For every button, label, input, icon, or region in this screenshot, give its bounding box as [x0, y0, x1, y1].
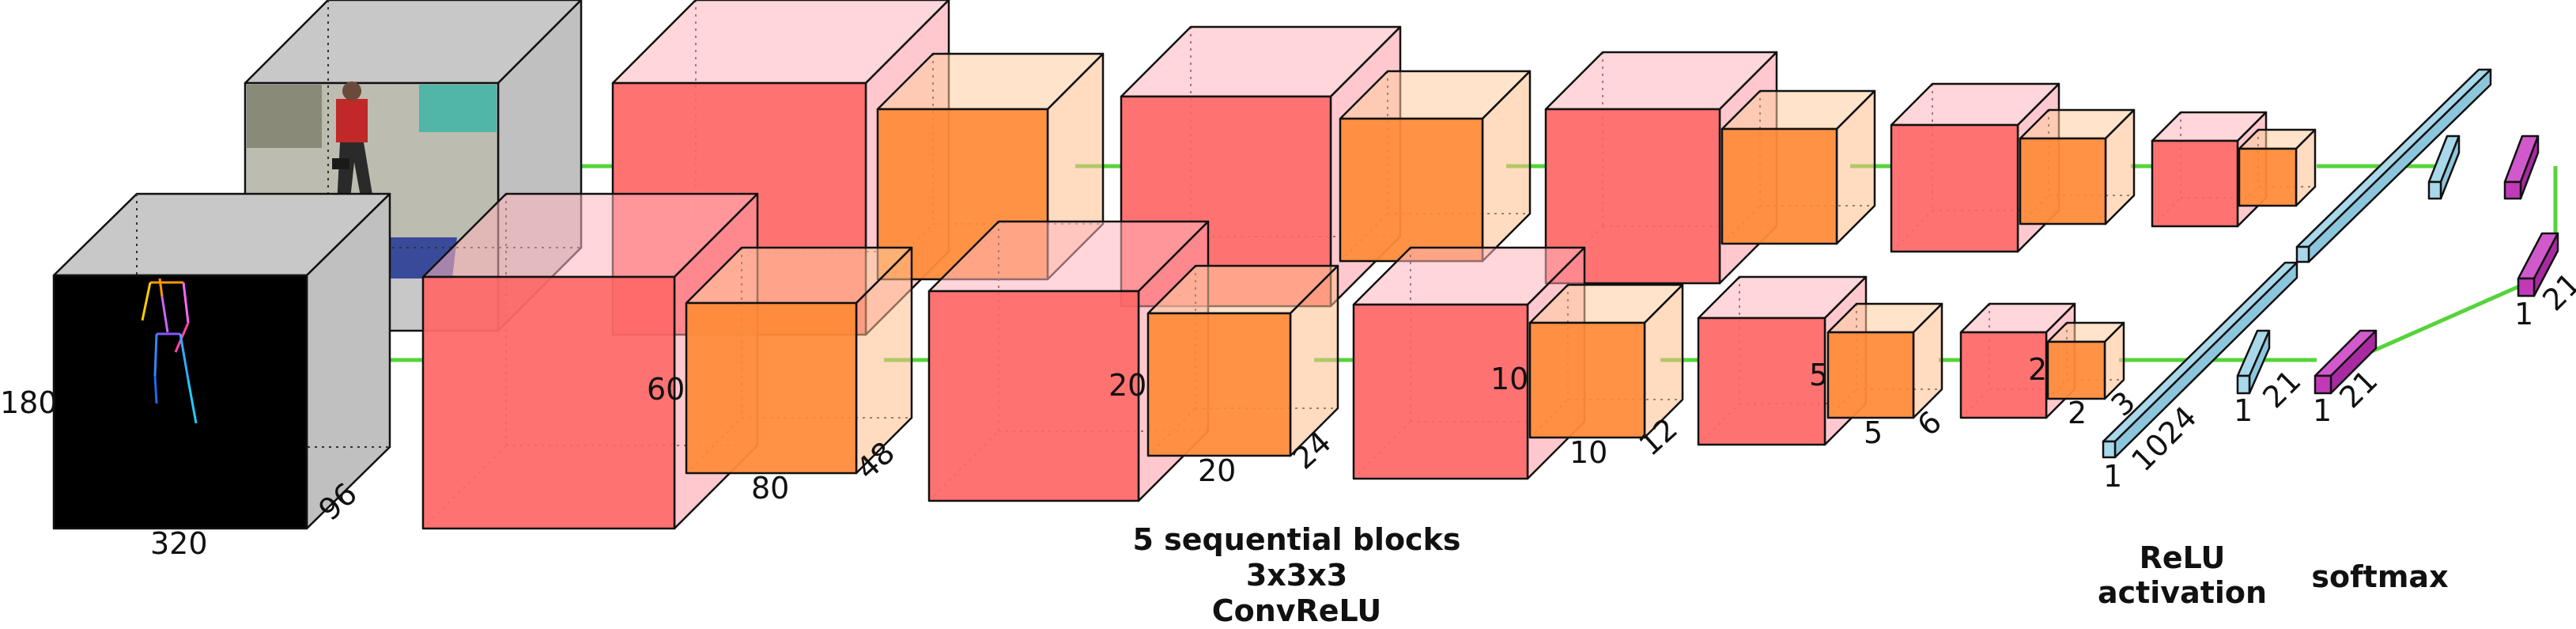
skeleton-relu-block-5 [2046, 321, 2125, 400]
person-object [332, 158, 349, 169]
skeleton-left-arm [141, 282, 152, 321]
skeleton-relu-block-4-front-face [1826, 331, 1915, 419]
block4-size-label: 5 [1809, 358, 1828, 392]
block5-size-label: 2 [2028, 352, 2047, 387]
dense-bottom-fc2-front [2236, 374, 2251, 395]
skeleton-relu-block-2 [1146, 264, 1339, 457]
skeleton-relu-block-2-front-face [1146, 312, 1292, 457]
skeleton-stream-blocks [421, 192, 2125, 530]
merge-one-label: 1 [2514, 297, 2533, 332]
skeleton-left-leg [153, 333, 158, 377]
skeleton-frame [52, 274, 308, 530]
softmax-one-label: 1 [2313, 393, 2332, 428]
block1-size-label: 60 [647, 372, 685, 407]
skeleton-conv-block-1-front-face [421, 275, 676, 530]
connector-bottom-7 [2351, 281, 2528, 362]
rgb-relu-block-4-front-face [2019, 137, 2107, 225]
skeleton-right-shin [187, 379, 198, 424]
skeleton-input-cube [52, 192, 391, 530]
relu-caption-line2: activation [2098, 575, 2267, 610]
skeleton-relu-block-4 [1826, 302, 1943, 419]
rgb-relu-block-4 [2019, 108, 2136, 225]
input-width-label: 320 [150, 526, 208, 561]
skeleton-conv-block-5-front-face [1959, 331, 2048, 419]
fc1-one-label: 1 [2103, 459, 2122, 494]
dense-top-fc1-upper [2295, 68, 2492, 248]
dense-top-fc1-front [2295, 245, 2310, 263]
block2-size-label: 20 [1109, 368, 1146, 403]
rgb-relu-block-2 [1339, 70, 1532, 263]
block1-width-label: 80 [751, 471, 789, 506]
softmax-bottom-front [2313, 374, 2332, 395]
relu-caption-line1: ReLU [2140, 540, 2226, 575]
skeleton-relu-block-5-front-face [2046, 340, 2106, 400]
dense-layers [2102, 68, 2559, 459]
skeleton-spine [161, 296, 169, 333]
dense-top-fc2-front [2427, 180, 2442, 200]
skeleton-conv-block-3-front-face [1352, 303, 1529, 480]
rgb-conv-block-5-front-face [2151, 139, 2239, 228]
softmax-merge-front [2517, 277, 2536, 297]
skeleton-right-arm [182, 282, 190, 324]
blocks-caption-line2: 3x3x3 [1246, 558, 1347, 593]
fc2-size-label: 21 [2256, 363, 2307, 415]
skeleton-conv-block-2 [927, 220, 1210, 502]
softmax-caption: softmax [2311, 559, 2448, 594]
skeleton-relu-block-3 [1528, 283, 1684, 439]
block5-width-label: 2 [2068, 396, 2087, 430]
rgb-relu-block-2-front-face [1339, 117, 1484, 263]
input-height-label: 180 [0, 385, 58, 420]
fc2-one-label: 1 [2234, 393, 2253, 428]
skeleton-left-shin [153, 375, 158, 404]
scene-shelf [247, 85, 322, 148]
block2-width-label: 20 [1198, 453, 1236, 488]
person-shirt [336, 99, 368, 142]
skeleton-relu-block-1-front-face [685, 301, 858, 475]
skeleton-conv-block-2-front-face [927, 290, 1140, 502]
skeleton-right-leg [179, 333, 190, 381]
rgb-conv-block-4-front-face [1890, 123, 2019, 253]
rgb-relu-block-5-front-face [2238, 147, 2298, 207]
rgb-relu-block-3 [1720, 89, 1876, 245]
rgb-relu-block-5 [2238, 128, 2317, 207]
skeleton-relu-block-1 [685, 246, 913, 475]
blocks-caption-line1: 5 sequential blocks [1133, 522, 1461, 557]
skeleton-relu-block-3-front-face [1528, 321, 1646, 439]
skeleton-figure [141, 278, 198, 424]
scene-wall-panel [419, 85, 497, 132]
dense-bottom-fc1-front [2102, 440, 2117, 459]
block4-width-label: 5 [1864, 415, 1883, 450]
person-head [342, 81, 361, 100]
softmax-top-front [2503, 180, 2522, 200]
block3-width-label: 10 [1569, 435, 1607, 470]
block3-size-label: 10 [1490, 362, 1528, 396]
rgb-relu-block-3-front-face [1720, 127, 1838, 245]
skeleton-conv-block-4-front-face [1697, 316, 1826, 446]
blocks-caption-line3: ConvReLU [1212, 593, 1382, 625]
